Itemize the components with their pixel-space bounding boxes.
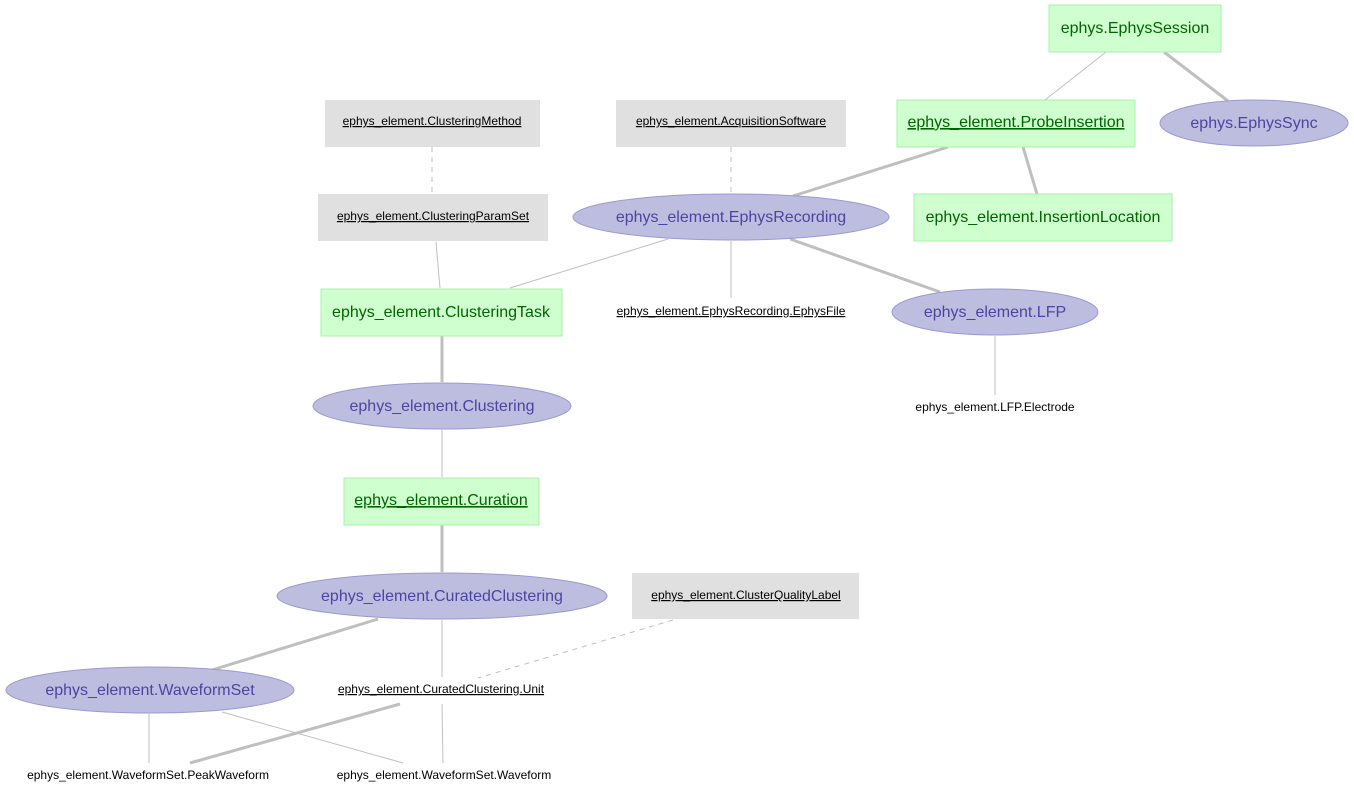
edge-unit-waveform	[441, 703, 444, 764]
node-label: ephys_element.WaveformSet.PeakWaveform	[27, 768, 269, 782]
node-clustering-task[interactable]: ephys_element.ClusteringTask	[320, 288, 563, 337]
node-ephys-file[interactable]: ephys_element.EphysRecording.EphysFile	[617, 304, 846, 318]
edge-quality-unit	[477, 619, 674, 679]
node-label: ephys_element.ClusterQualityLabel	[651, 588, 840, 602]
edge-unit-peak	[189, 702, 401, 765]
node-label: ephys_element.Clustering	[350, 398, 535, 415]
node-curated-unit[interactable]: ephys_element.CuratedClustering.Unit	[338, 682, 545, 696]
edge-paramset-task	[435, 241, 441, 289]
node-label: ephys_element.CuratedClustering	[321, 588, 563, 605]
node-label: ephys.EphysSync	[1190, 115, 1317, 132]
node-label: ephys_element.LFP	[924, 304, 1066, 321]
node-probe-insertion[interactable]: ephys_element.ProbeInsertion	[896, 99, 1136, 148]
node-shape	[325, 100, 540, 147]
node-label: ephys.EphysSession	[1061, 20, 1210, 37]
node-shape	[632, 573, 859, 619]
node-waveform[interactable]: ephys_element.WaveformSet.Waveform	[337, 768, 552, 782]
node-shape	[5, 666, 295, 714]
edge-waveformset-waveform	[221, 711, 404, 764]
node-curated-clustering[interactable]: ephys_element.CuratedClustering	[276, 572, 608, 620]
node-label: ephys_element.ClusteringMethod	[343, 114, 522, 128]
node-shape	[891, 288, 1099, 336]
edge-session-probe	[1044, 51, 1107, 101]
node-label: ephys_element.LFP.Electrode	[915, 400, 1075, 414]
node-peak-waveform[interactable]: ephys_element.WaveformSet.PeakWaveform	[27, 768, 269, 782]
node-label: ephys_element.EphysRecording	[616, 209, 846, 226]
node-shape	[1048, 4, 1222, 53]
node-curation[interactable]: ephys_element.Curation	[343, 477, 540, 526]
node-lfp-electrode[interactable]: ephys_element.LFP.Electrode	[915, 400, 1075, 414]
node-acquisition-software[interactable]: ephys_element.AcquisitionSoftware	[616, 100, 846, 147]
node-shape	[896, 99, 1136, 148]
node-shape	[312, 382, 572, 430]
edge-probe-location	[1021, 146, 1039, 195]
node-label: ephys_element.AcquisitionSoftware	[636, 114, 826, 128]
node-shape	[913, 193, 1173, 242]
node-label: ephys_element.WaveformSet.Waveform	[337, 768, 552, 782]
node-ephys-recording[interactable]: ephys_element.EphysRecording	[572, 193, 890, 241]
edge-session-sync	[1163, 50, 1229, 103]
node-label: ephys_element.InsertionLocation	[926, 209, 1161, 226]
edge-recording-task	[509, 238, 669, 289]
node-label: ephys_element.ProbeInsertion	[907, 114, 1124, 131]
edge-recording-lfp	[789, 237, 941, 294]
node-cluster-quality-label[interactable]: ephys_element.ClusterQualityLabel	[632, 573, 859, 619]
node-shape	[276, 572, 608, 620]
node-waveform-set[interactable]: ephys_element.WaveformSet	[5, 666, 295, 714]
node-label: ephys_element.ClusteringTask	[332, 304, 551, 321]
node-shape	[320, 288, 563, 337]
node-ephys-session[interactable]: ephys.EphysSession	[1048, 4, 1222, 53]
node-label: ephys_element.CuratedClustering.Unit	[338, 682, 545, 696]
node-clustering-param-set[interactable]: ephys_element.ClusteringParamSet	[318, 194, 548, 241]
node-shape	[343, 477, 540, 526]
node-clustering[interactable]: ephys_element.Clustering	[312, 382, 572, 430]
node-shape	[616, 100, 846, 147]
node-shape	[318, 194, 548, 241]
edge-probe-recording	[792, 145, 949, 198]
node-label: ephys_element.Curation	[354, 492, 527, 509]
node-insertion-location[interactable]: ephys_element.InsertionLocation	[913, 193, 1173, 242]
node-shape	[572, 193, 890, 241]
node-label: ephys_element.ClusteringParamSet	[337, 209, 530, 223]
edges	[148, 50, 1229, 765]
edge-curated-waveformset	[211, 617, 379, 672]
node-lfp[interactable]: ephys_element.LFP	[891, 288, 1099, 336]
node-ephys-sync[interactable]: ephys.EphysSync	[1159, 99, 1349, 147]
node-label: ephys_element.WaveformSet	[45, 682, 255, 699]
node-clustering-method[interactable]: ephys_element.ClusteringMethod	[325, 100, 540, 147]
node-label: ephys_element.EphysRecording.EphysFile	[617, 304, 846, 318]
node-shape	[1159, 99, 1349, 147]
